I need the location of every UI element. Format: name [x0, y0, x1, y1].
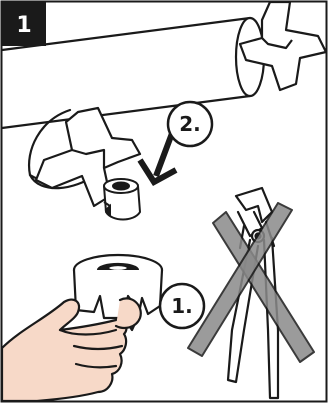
callout-step-1: 1. [160, 284, 204, 328]
callout-step-2: 2. [168, 102, 212, 146]
hand [2, 298, 141, 401]
step-badge: 1 [2, 2, 46, 46]
callout-label-1: 1. [171, 294, 193, 318]
step-number: 1 [16, 13, 31, 38]
spline-adapter [104, 179, 140, 220]
callout-label-2: 2. [179, 112, 201, 136]
